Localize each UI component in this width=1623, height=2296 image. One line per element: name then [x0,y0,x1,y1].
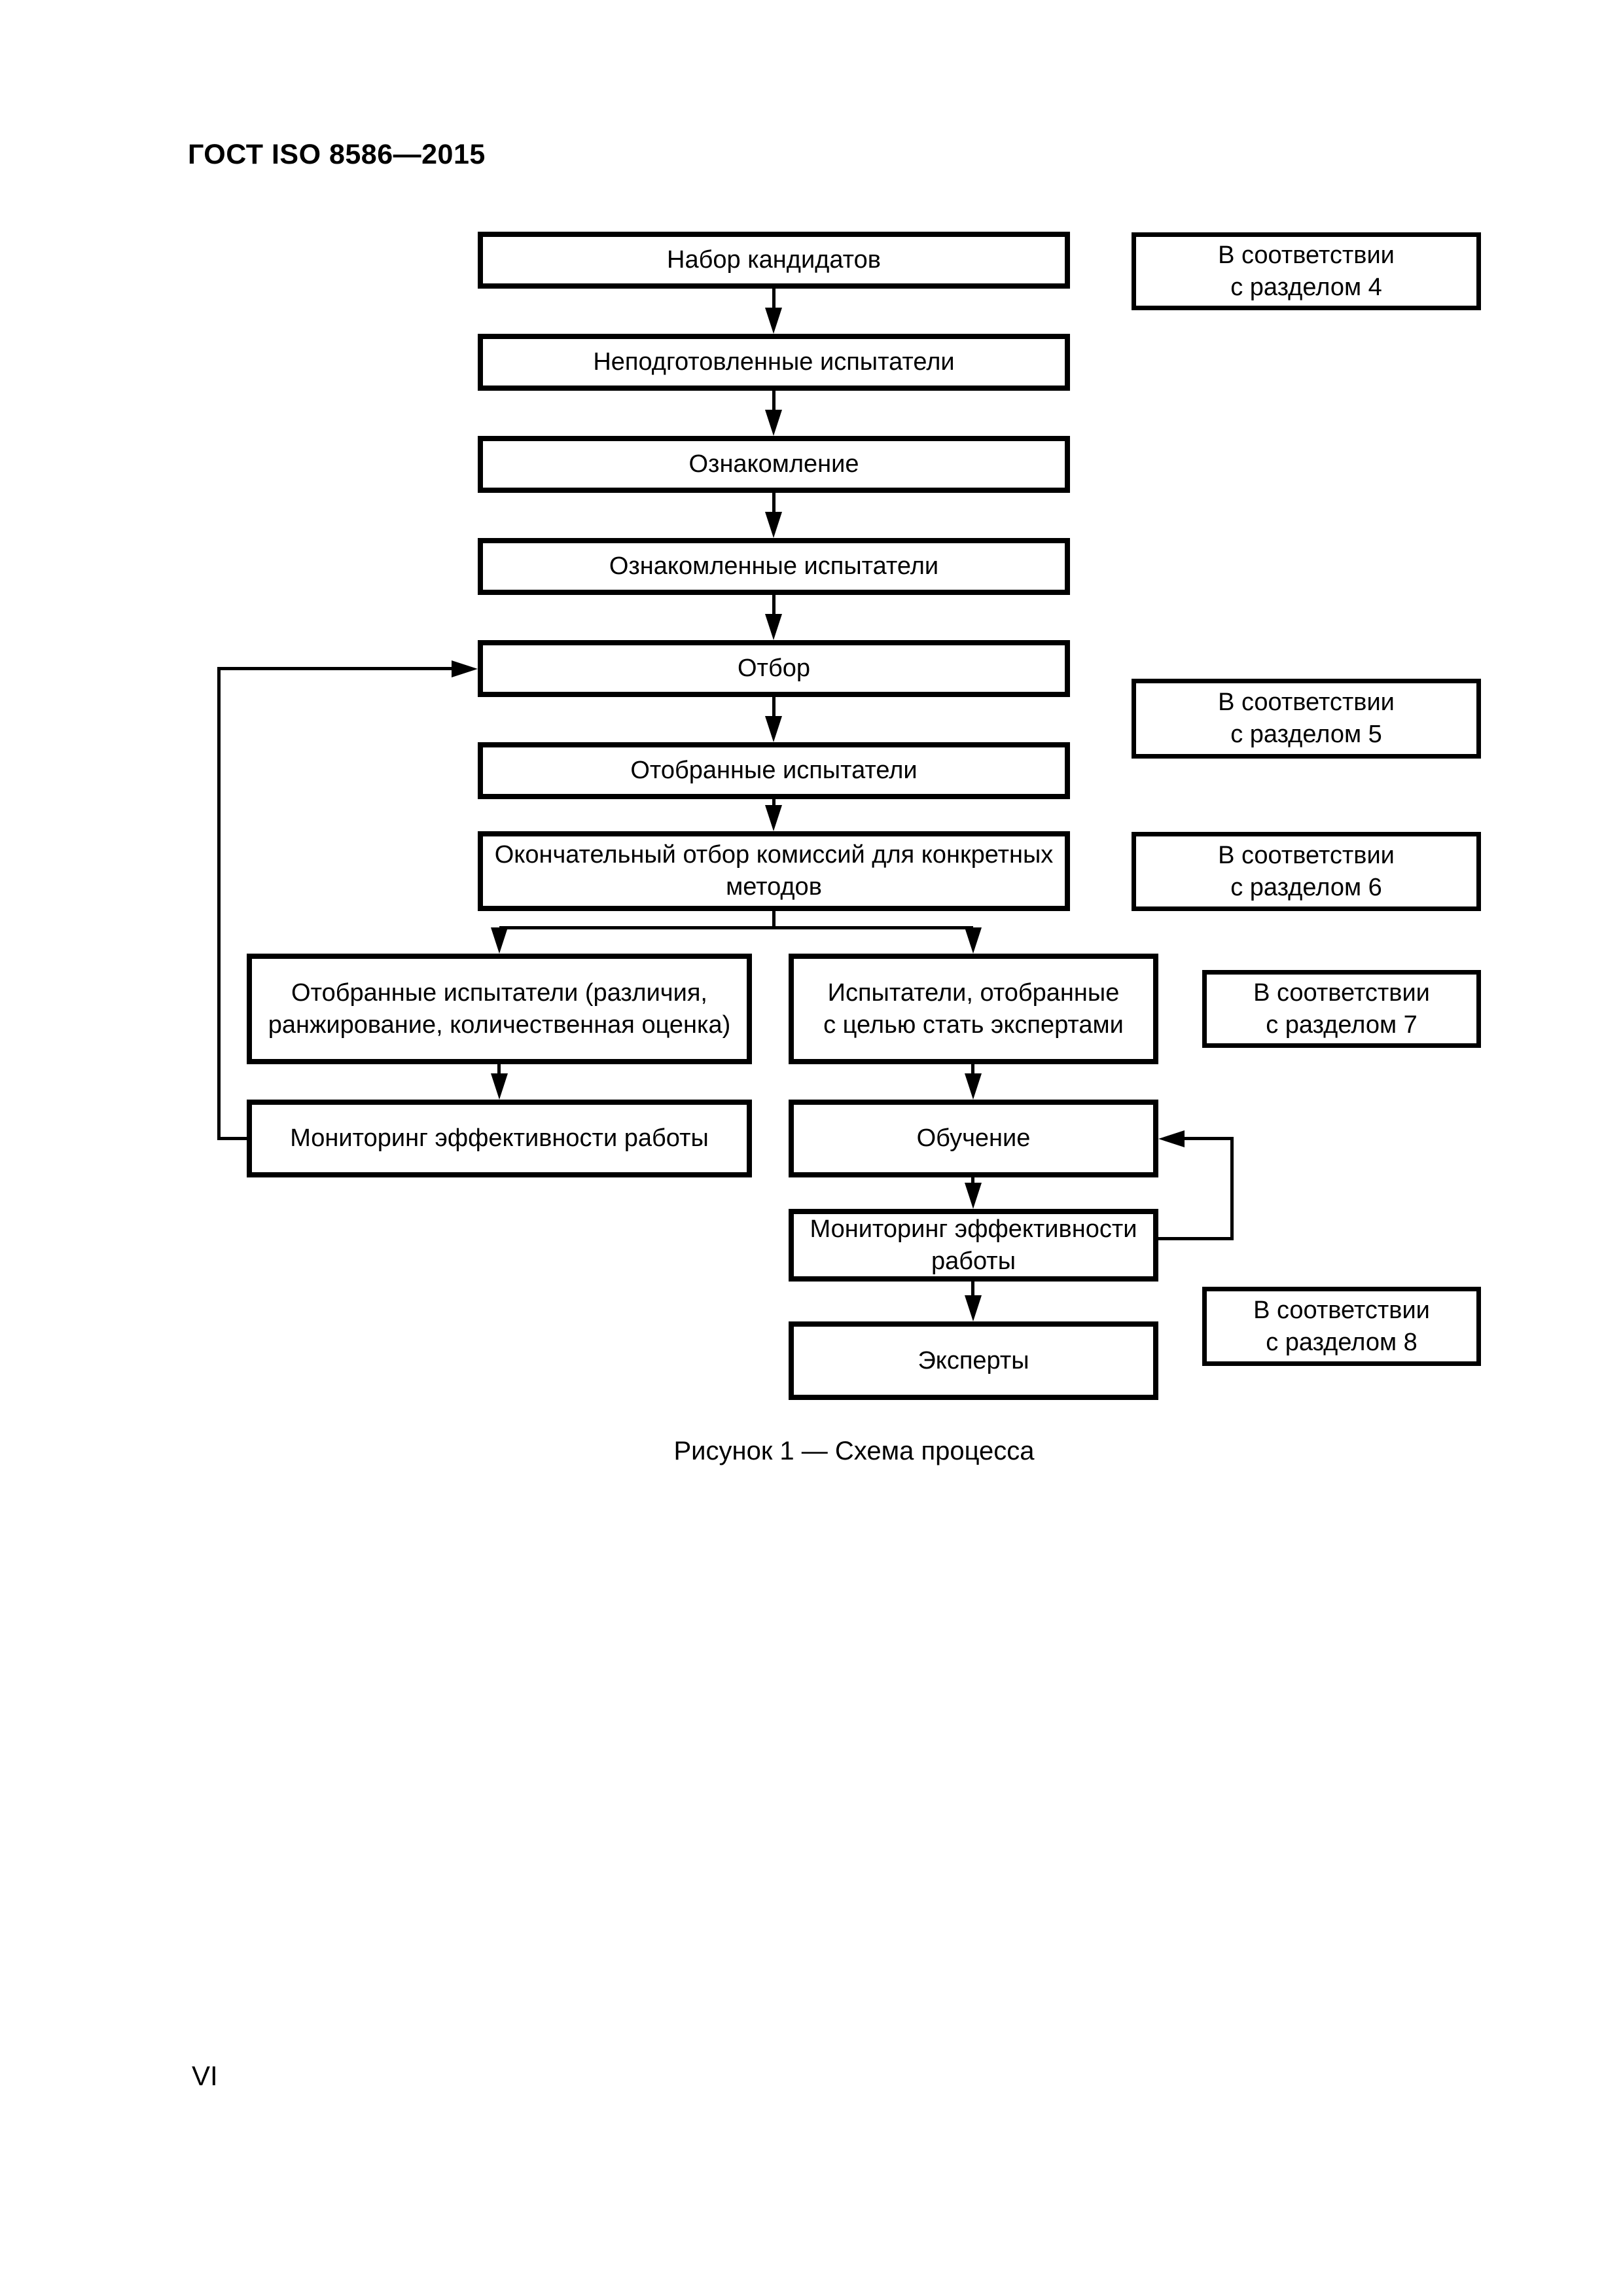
feedback-right-vertical [1230,1137,1234,1240]
node-selection: Отбор [478,640,1070,697]
connector-training-monitoring [971,1177,974,1183]
arrowhead-split-right [965,927,982,954]
feedback-right-entry [1185,1137,1234,1140]
arrowhead-familiarized-selection [765,614,782,640]
connector-split-horizontal [499,926,973,929]
feedback-left-exit [217,1137,247,1140]
arrowhead-candidates-training [965,1073,982,1100]
connector-methods-monitoring [497,1064,501,1073]
node-final-panel-selection: Окончательный отбор комиссий для конкрет… [478,831,1070,911]
figure-caption: Рисунок 1 — Схема процесса [673,1437,1035,1465]
connector-selected-final [772,799,776,805]
node-selected-assessors: Отобранные испытатели [478,742,1070,799]
connector-untrained-familiarization [772,391,776,410]
arrowhead-feedback-selection [452,660,478,677]
connector-monitoring-experts [971,1282,974,1295]
arrowhead-selected-final [765,805,782,831]
node-familiarized-assessors: Ознакомленные испытатели [478,538,1070,595]
node-familiarization: Ознакомление [478,436,1070,493]
connector-familiarization-familiarized [772,493,776,512]
feedback-right-exit [1158,1237,1234,1240]
node-experts: Эксперты [789,1321,1158,1400]
note-section-6: В соответствии с разделом 6 [1132,832,1481,911]
connector-candidates-training [971,1064,974,1073]
arrowhead-selection-selected [765,716,782,742]
node-training: Обучение [789,1100,1158,1177]
document-header: ГОСТ ISO 8586—2015 [188,139,486,170]
connector-split-stub [772,911,776,926]
arrowhead-feedback-training [1158,1130,1185,1147]
note-section-7: В соответствии с разделом 7 [1202,970,1481,1048]
note-section-4: В соответствии с разделом 4 [1132,232,1481,310]
arrowhead-methods-monitoring [491,1073,508,1100]
note-section-5: В соответствии с разделом 5 [1132,679,1481,759]
arrowhead-monitoring-experts [965,1295,982,1321]
node-performance-monitoring-experts: Мониторинг эффективности работы [789,1209,1158,1282]
arrowhead-familiarization-familiarized [765,512,782,538]
node-selected-assessors-methods: Отобранные испытатели (различия, ранжиро… [247,954,752,1064]
arrowhead-recruitment-untrained [765,308,782,334]
feedback-left-entry [217,667,452,670]
node-performance-monitoring-assessors: Мониторинг эффективности работы [247,1100,752,1177]
node-untrained-assessors: Неподготовленные испытатели [478,334,1070,391]
connector-selection-selected [772,697,776,716]
feedback-left-vertical [217,667,221,1140]
connector-recruitment-untrained [772,289,776,308]
note-section-8: В соответствии с разделом 8 [1202,1287,1481,1366]
connector-familiarized-selection [772,595,776,614]
node-expert-candidates: Испытатели, отобранные с целью стать экс… [789,954,1158,1064]
node-recruitment: Набор кандидатов [478,232,1070,289]
page-number: VI [192,2060,218,2091]
arrowhead-split-left [491,927,508,954]
arrowhead-untrained-familiarization [765,410,782,436]
arrowhead-training-monitoring [965,1183,982,1209]
